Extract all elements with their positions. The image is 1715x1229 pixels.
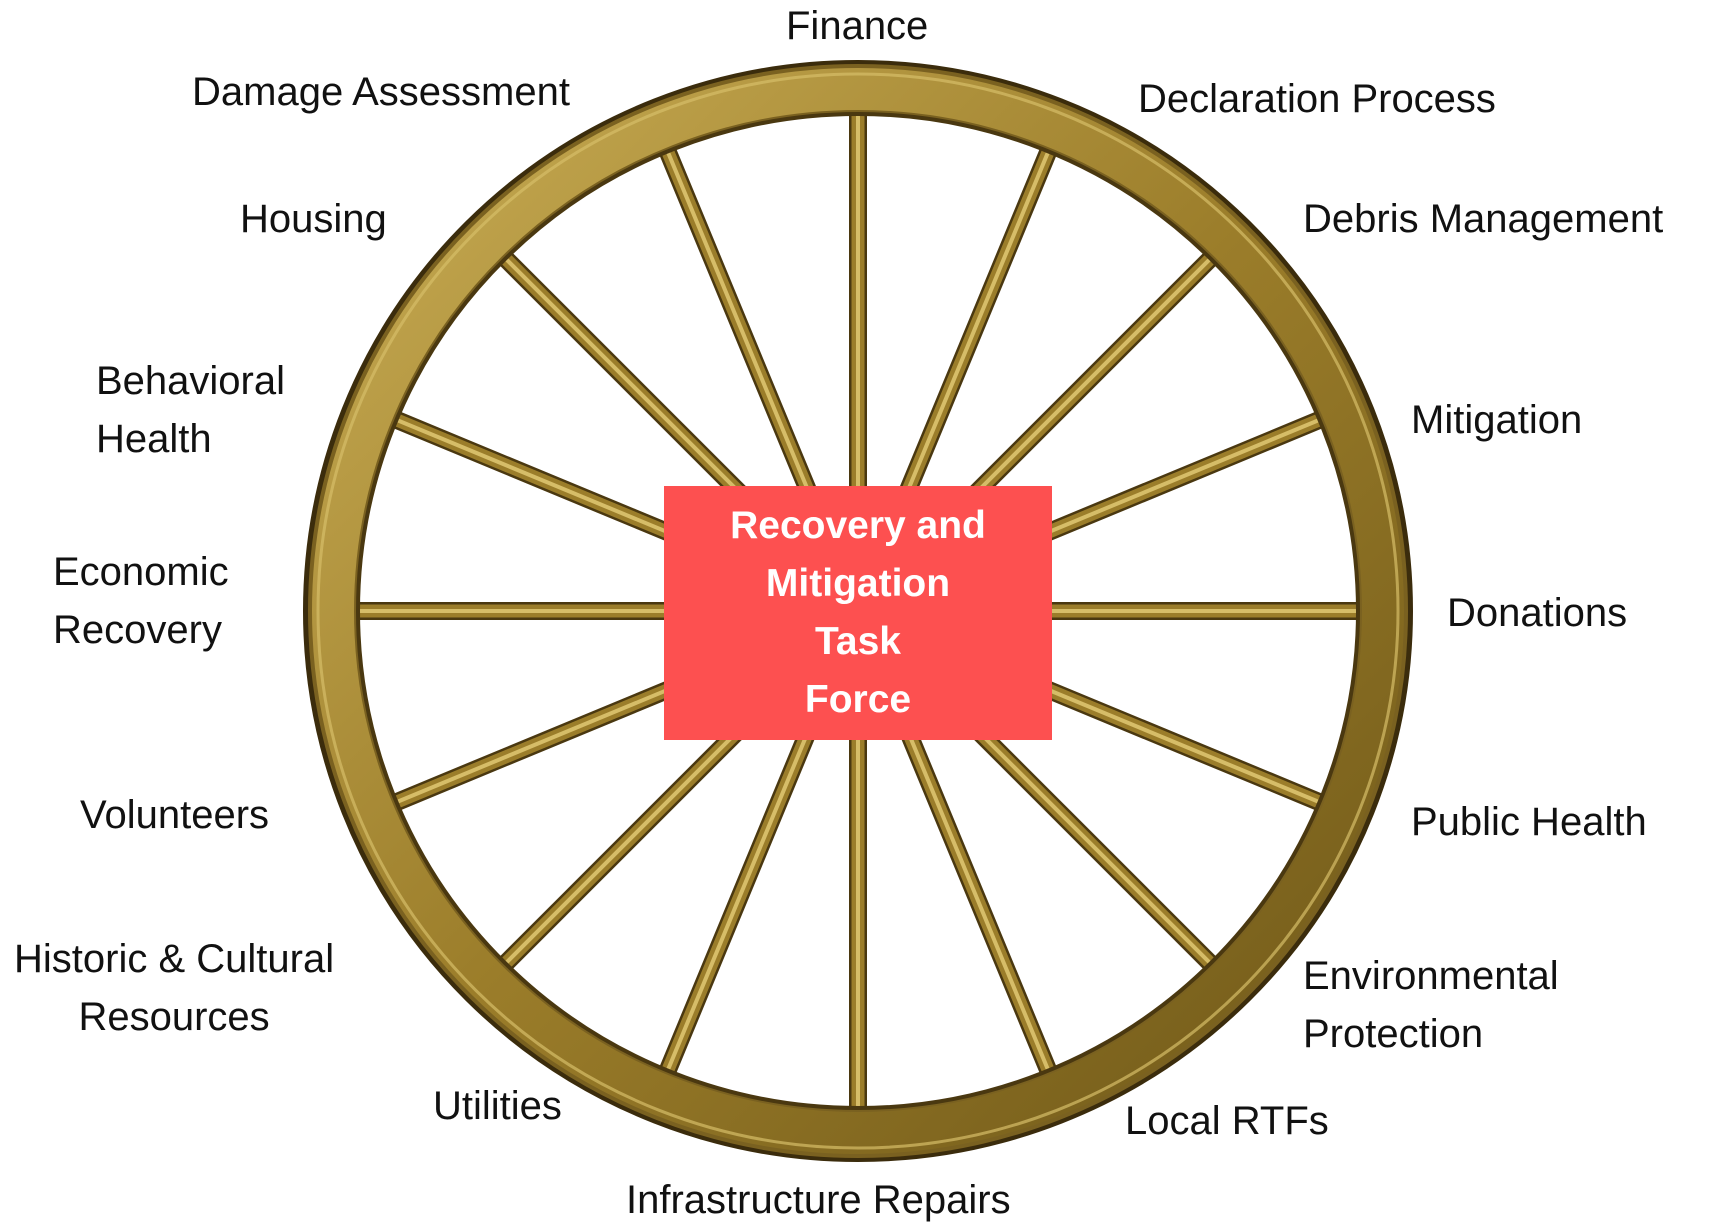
hub-box: Recovery and Mitigation Task Force: [664, 486, 1052, 740]
label-donations: Donations: [1447, 591, 1628, 635]
hub-title: Recovery and Mitigation Task Force: [730, 504, 986, 721]
label-housing: Housing: [240, 197, 387, 241]
label-historic-cultural-resources: Historic & Cultural Resources: [14, 937, 335, 1039]
wheel-spokes: [353, 106, 1363, 1116]
label-utilities: Utilities: [433, 1084, 562, 1128]
wheel-rim: [303, 60, 1413, 1162]
label-infrastructure-repairs: Infrastructure Repairs: [626, 1178, 1011, 1222]
label-damage-assessment: Damage Assessment: [192, 70, 570, 114]
label-volunteers: Volunteers: [80, 793, 270, 837]
label-declaration-process: Declaration Process: [1138, 77, 1496, 121]
label-environmental-protection: Environmental Protection: [1303, 954, 1559, 1056]
label-debris-management: Debris Management: [1303, 197, 1664, 241]
label-local-rtfs: Local RTFs: [1125, 1099, 1329, 1143]
label-finance: Finance: [786, 4, 929, 48]
label-behavioral-health: Behavioral Health: [96, 359, 286, 461]
label-public-health: Public Health: [1411, 800, 1647, 844]
label-economic-recovery: Economic Recovery: [53, 550, 229, 652]
label-mitigation: Mitigation: [1411, 398, 1583, 442]
